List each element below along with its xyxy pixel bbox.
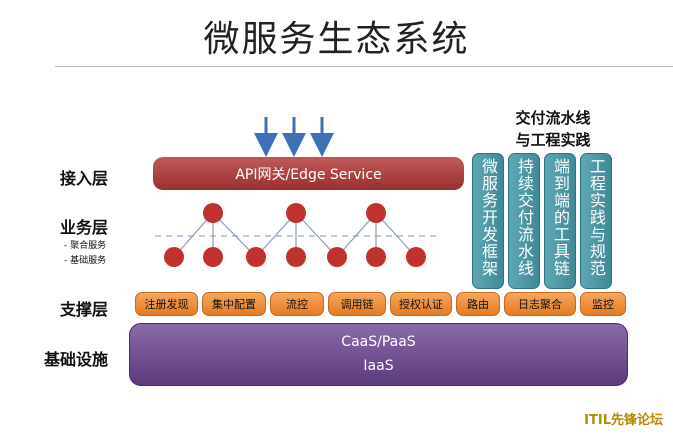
watermark: ITIL先锋论坛 [584,413,663,428]
aggregate-service-node [366,203,386,223]
diagram-title: 微服务生态系统 [203,19,470,60]
devops-column-toolchain: 端到端的工具链 [544,153,576,289]
basic-service-node [286,247,306,267]
api-gateway-label: API网关/Edge Service [235,166,382,183]
aggregate-service-node [286,203,306,223]
layer-label-support: 支撑层 [60,300,109,319]
support-item-routing: 路由 [456,292,500,316]
devops-title-line1: 交付流水线 [515,109,591,127]
inbound-arrows [254,117,334,157]
basic-service-node [203,247,223,267]
support-item-flow-control: 流控 [270,292,324,316]
devops-title-line2: 与工程实践 [515,131,591,149]
support-item-auth: 授权认证 [390,292,452,316]
infra-label-iaas: IaaS [363,358,394,374]
basic-service-node [164,247,184,267]
layer-sublabel-basic: - 基础服务 [64,256,107,266]
basic-service-node [366,247,386,267]
service-nodes [164,203,426,267]
layer-label-infra: 基础设施 [44,350,109,369]
layer-label-business: 业务层 [60,218,109,237]
devops-column-pipeline: 持续交付流水线 [508,153,540,289]
support-item-tracing: 调用链 [328,292,386,316]
aggregate-service-node [203,203,223,223]
layer-label-access: 接入层 [60,169,109,188]
support-item-monitoring: 监控 [580,292,626,316]
infrastructure-bar [129,323,628,386]
api-gateway-bar: API网关/Edge Service [153,157,464,190]
support-item-registry: 注册发现 [135,292,198,316]
support-item-log-aggregation: 日志聚合 [504,292,576,316]
devops-column-framework: 微服务开发框架 [472,153,504,289]
basic-service-node [327,247,347,267]
basic-service-node [246,247,266,267]
devops-column-practices: 工程实践与规范 [580,153,612,289]
basic-service-node [406,247,426,267]
infra-label-caas-paas: CaaS/PaaS [341,334,416,350]
title-divider [55,66,673,67]
support-item-config: 集中配置 [202,292,266,316]
layer-sublabel-aggregate: - 聚合服务 [64,241,107,251]
